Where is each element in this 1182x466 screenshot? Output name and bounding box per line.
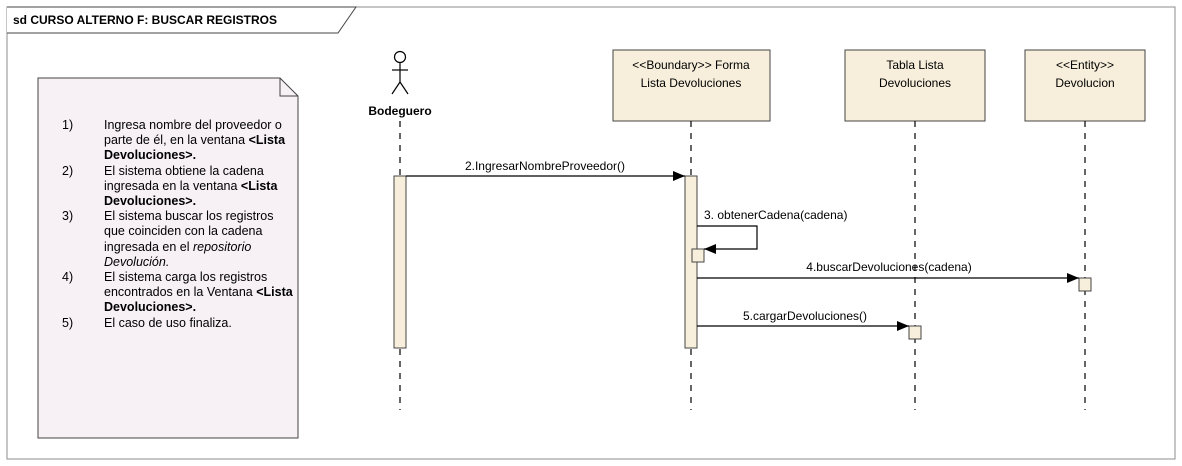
step-window-name: <Lista Devoluciones>.	[104, 133, 286, 163]
lifeline-boundary-stereotype: <<Boundary>> Forma	[632, 58, 750, 72]
activation-boundary-self	[691, 248, 705, 263]
activation-entity	[1078, 277, 1092, 292]
frame-title: sd CURSO ALTERNO F: BUSCAR REGISTROS	[13, 13, 277, 27]
step-text: Ingresa nombre del proveedor o parte de …	[104, 118, 282, 148]
step-number: 3)	[62, 209, 74, 224]
note-step: 5) El caso de uso finaliza.	[62, 316, 294, 331]
step-window-name: <Lista Devoluciones>.	[104, 285, 293, 315]
note-box	[37, 77, 299, 439]
note-fold	[279, 78, 298, 97]
message-label-cargar: 5.cargarDevoluciones()	[743, 309, 867, 323]
step-text: El sistema carga los registros encontrad…	[104, 270, 268, 300]
message-label-obtener: 3. obtenerCadena(cadena)	[704, 208, 847, 222]
note-steps-list: 1) Ingresa nombre del proveedor o parte …	[62, 118, 294, 331]
note-step: 2) El sistema obtiene la cadena ingresad…	[62, 164, 294, 210]
lifeline-tabla-line2: Devoluciones	[879, 76, 951, 90]
lifeline-boundary-name: Lista Devoluciones	[641, 76, 742, 90]
step-number: 2)	[62, 163, 74, 178]
note-step: 1) Ingresa nombre del proveedor o parte …	[62, 118, 294, 164]
message-label-ingresar: 2.IngresarNombreProveedor()	[465, 159, 625, 173]
lifeline-entity-stereotype: <<Entity>>	[1056, 58, 1114, 72]
note-step: 3) El sistema buscar los registros que c…	[62, 209, 294, 270]
step-text: El sistema obtiene la cadena ingresada e…	[104, 163, 264, 193]
note-step: 4) El sistema carga los registros encont…	[62, 270, 294, 316]
activation-tabla	[908, 325, 922, 340]
step-number: 4)	[62, 270, 74, 285]
activation-actor	[393, 175, 407, 349]
step-number: 1)	[62, 118, 74, 132]
step-text: El caso de uso finaliza.	[104, 315, 232, 330]
lifeline-head-entity	[1024, 49, 1146, 122]
lifeline-entity-name: Devolucion	[1055, 76, 1114, 90]
actor-figure-icon	[391, 50, 409, 95]
step-text: El sistema buscar los registros que coin…	[104, 209, 274, 254]
lifeline-head-tabla	[844, 49, 986, 122]
step-number: 5)	[62, 315, 74, 330]
frame-title-tab	[7, 6, 357, 34]
message-arrow-obtener	[697, 225, 758, 254]
lifeline-head-boundary	[612, 49, 771, 122]
step-window-name: <Lista Devoluciones>.	[104, 178, 278, 209]
lifeline-tabla-line1: Tabla Lista	[886, 58, 944, 72]
message-label-buscar: 4.buscarDevoluciones(cadena)	[806, 260, 971, 274]
actor-name: Bodeguero	[368, 104, 431, 118]
step-repository-name: repositorio Devolución.	[104, 239, 252, 269]
